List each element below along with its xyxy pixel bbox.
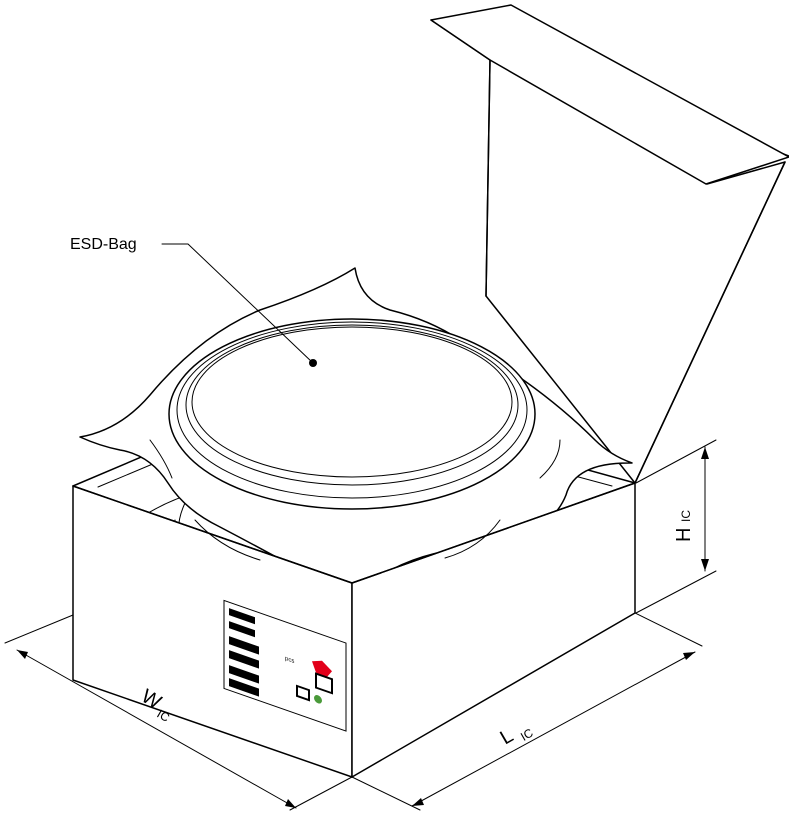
reel-edge	[194, 519, 501, 561]
label-unit-text: pcs	[285, 655, 294, 665]
esd-bag-callout: ESD-Bag	[70, 236, 317, 367]
height-label: H	[673, 528, 695, 542]
length-label: L	[497, 725, 518, 750]
product-label: pcs	[223, 599, 347, 732]
esd-bag-label: ESD-Bag	[70, 236, 137, 253]
qr-code-icon	[315, 672, 333, 695]
height-label-sub: IC	[679, 510, 693, 522]
reel-top	[168, 318, 536, 510]
brand-logo-icon	[312, 660, 332, 679]
callout-dot-icon	[309, 359, 317, 367]
box-lid	[430, 4, 789, 484]
qr-code-small-icon	[296, 684, 310, 702]
height-dimension: H IC	[635, 439, 717, 614]
eco-logo-icon	[314, 695, 322, 704]
length-label-sub: IC	[518, 726, 536, 744]
barcode-icon	[229, 608, 259, 697]
